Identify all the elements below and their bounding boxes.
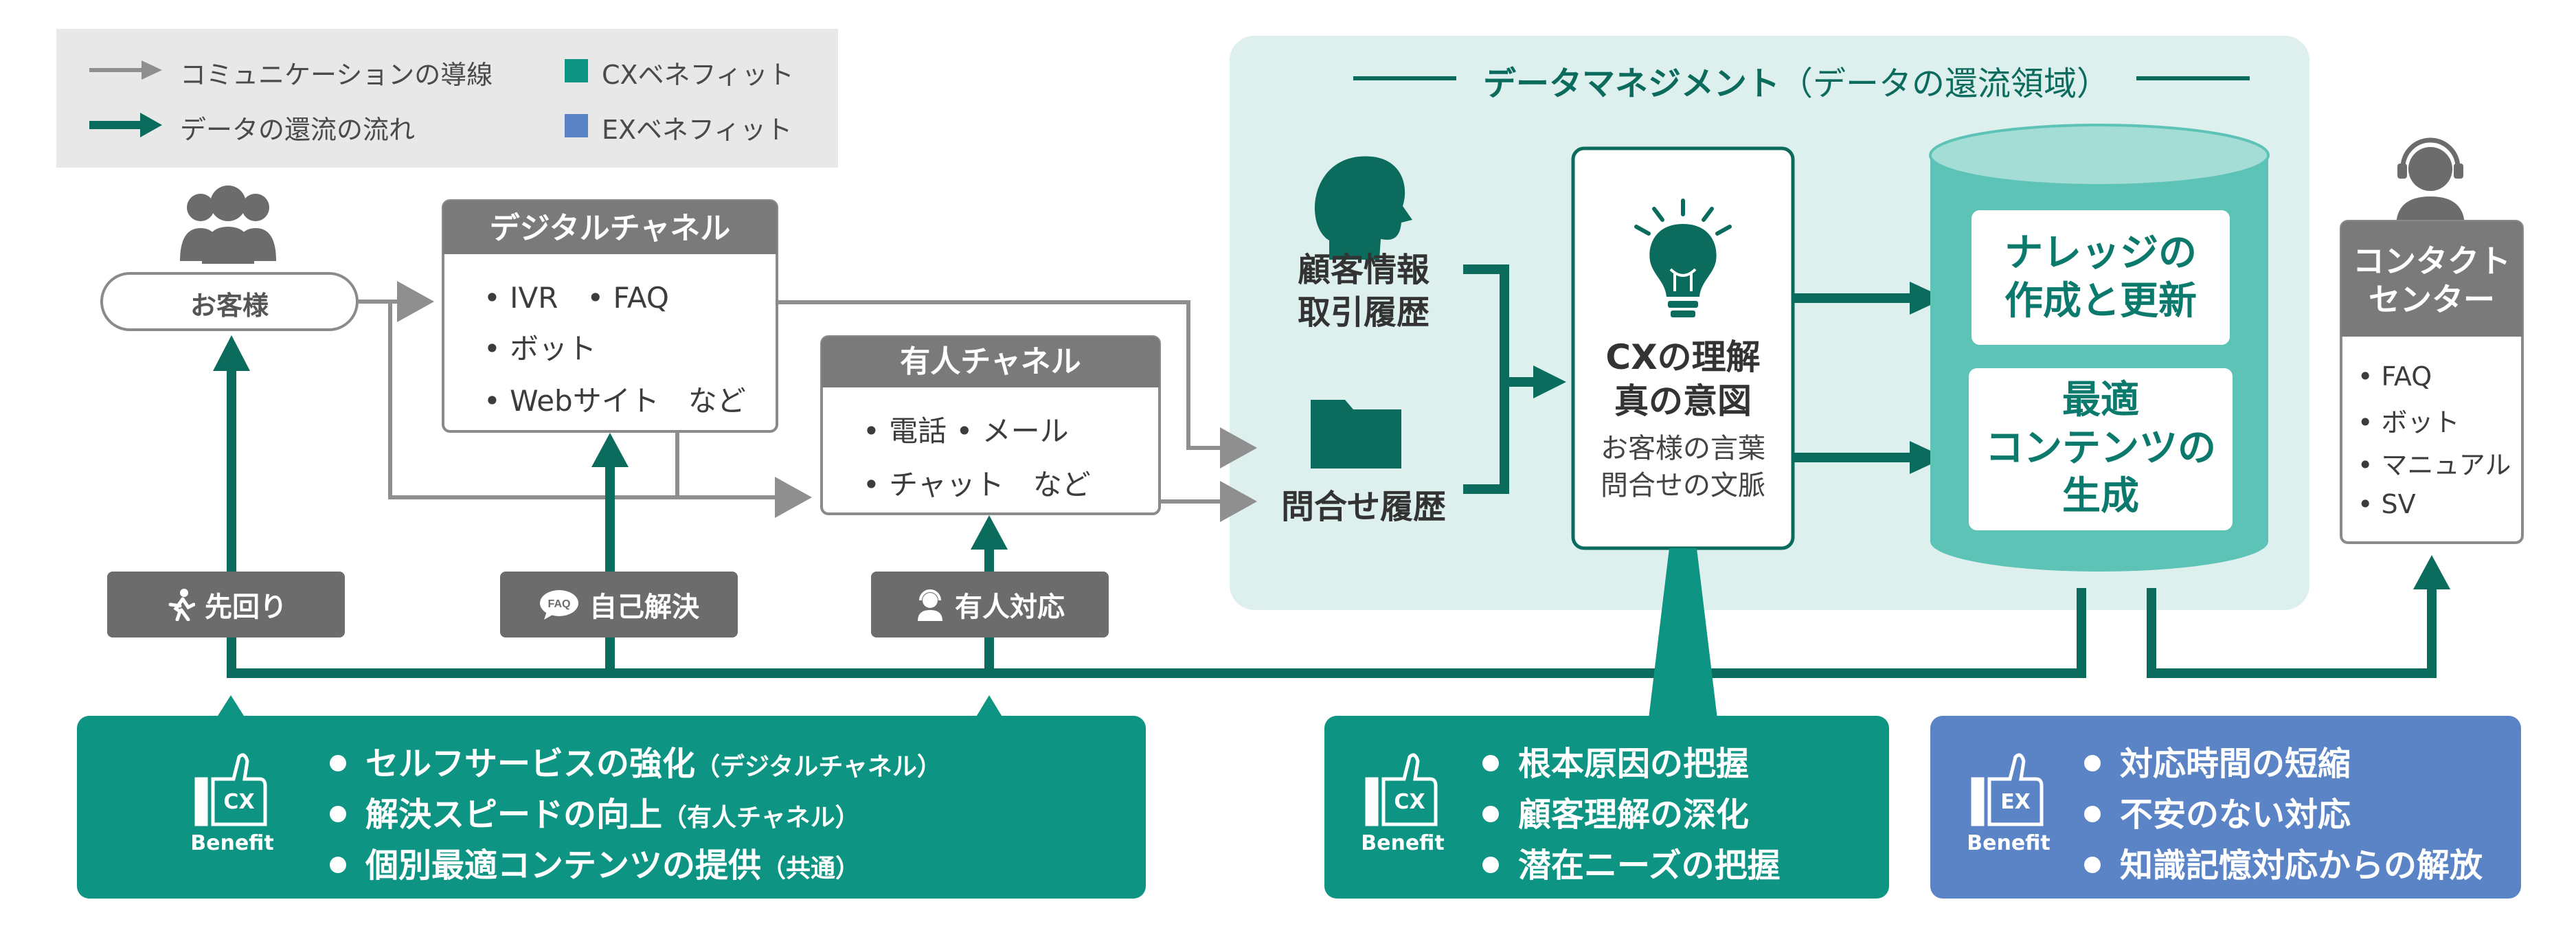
contact-center-item: • ボット [2358, 407, 2460, 438]
contact-center-item: • SV [2358, 489, 2416, 519]
human-support-badge: 有人対応 [871, 572, 1109, 637]
proactive-badge: 先回り [107, 572, 345, 637]
benefit-left-item: 個別最適コンテンツの提供（共通） [330, 838, 860, 886]
ex-thumb-icon [1971, 753, 2044, 826]
legend-box [56, 29, 838, 168]
benefit-word-left: Benefit [190, 831, 274, 855]
ex-icon-label: EX [2000, 790, 2031, 814]
customer-label: お客様 [190, 291, 269, 321]
operator-icon [2396, 137, 2465, 227]
optimal-content-label: 最適 コンテンツの 生成 [1969, 376, 2233, 521]
knowledge-line: 作成と更新 [2004, 279, 2197, 324]
operator-small-icon [918, 589, 942, 621]
cx-thumb-icon-left [194, 753, 267, 826]
benefit-left-main: セルフサービスの強化 [365, 745, 696, 783]
head-profile-icon [1314, 156, 1412, 260]
benefit-left-item: 解決スピードの向上（有人チャネル） [330, 787, 860, 835]
benefit-right-item: 知識記憶対応からの解放 [2084, 838, 2483, 886]
benefit-left-item: セルフサービスの強化（デジタルチャネル） [330, 736, 942, 784]
human-support-label: 有人対応 [955, 591, 1065, 623]
legend-data-flow-label: データの還流の流れ [180, 115, 416, 145]
cx-thumb-icon-middle [1365, 753, 1438, 826]
cx-understanding-sub: お客様の言葉 問合せの文脈 [1573, 430, 1793, 504]
contact-center-item: • マニュアル [2358, 450, 2511, 480]
benefit-right-text: 知識記憶対応からの解放 [2120, 846, 2483, 885]
benefit-middle-text: 顧客理解の深化 [1518, 795, 1750, 834]
benefit-right-item: 不安のない対応 [2084, 787, 2351, 835]
customer-info-line: 顧客情報 [1297, 251, 1430, 289]
cx-understanding-line: 真の意図 [1614, 381, 1752, 421]
proactive-label: 先回り [205, 591, 287, 623]
digital-channel-item: • ボット [484, 332, 597, 365]
cx-icon-label-middle: CX [1394, 790, 1425, 814]
optimal-line: 最適 [2062, 378, 2139, 422]
benefit-right-item: 対応時間の短縮 [2084, 736, 2351, 784]
legend-cx-swatch [565, 59, 588, 82]
faq-bubble-icon: FAQ [540, 590, 578, 620]
contact-center-title: コンタクト センター [2341, 242, 2522, 319]
running-person-icon [168, 589, 195, 621]
human-channel-item: • チャット など [863, 468, 1091, 501]
legend-communication-label: コミュニケーションの導線 [180, 60, 493, 90]
benefit-box-right [1930, 716, 2521, 899]
knowledge-line: ナレッジの [2004, 231, 2197, 275]
faq-icon-text: FAQ [548, 598, 571, 610]
human-channel-title: 有人チャネル [900, 344, 1081, 379]
benefit-middle-item: 顧客理解の深化 [1482, 787, 1749, 835]
cx-understanding-line: CXの理解 [1605, 337, 1761, 377]
benefit-box-middle [1324, 716, 1889, 899]
data-management-title: データマネジメント [1482, 65, 1780, 103]
benefit-left-note: （有人チャネル） [662, 804, 860, 832]
contact-center-item: • FAQ [2358, 361, 2432, 392]
benefit-left-main: 解決スピードの向上 [365, 795, 663, 834]
knowledge-cylinder [1929, 124, 2270, 572]
contact-center-title-line: コンタクト [2353, 242, 2511, 280]
customer-info-label: 顧客情報 取引履歴 [1264, 249, 1463, 334]
benefit-word-right: Benefit [1967, 831, 2050, 855]
customer-info-line: 取引履歴 [1297, 293, 1430, 332]
benefit-middle-text: 潜在ニーズの把握 [1518, 846, 1781, 885]
benefit-right-text: 対応時間の短縮 [2120, 745, 2351, 783]
cx-understanding-sub-line: 問合せの文脈 [1601, 470, 1765, 501]
data-management-subtitle: （データの還流領域） [1780, 65, 2110, 103]
benefit-right-text: 不安のない対応 [2120, 795, 2351, 834]
benefit-left-note: （デジタルチャネル） [695, 753, 942, 781]
optimal-line: 生成 [2062, 474, 2139, 519]
digital-channel-title: デジタルチャネル [489, 211, 731, 246]
self-solve-label: 自己解決 [589, 591, 699, 623]
legend-teal-arrow-icon [89, 113, 162, 137]
contact-center-title-line: センター [2369, 281, 2495, 318]
benefit-middle-item: 潜在ニーズの把握 [1482, 838, 1781, 886]
knowledge-box-label: ナレッジの 作成と更新 [1971, 229, 2230, 326]
legend-ex-swatch [565, 114, 588, 137]
benefit-middle-item: 根本原因の把握 [1482, 736, 1749, 784]
legend-cx-benefit-label: CXベネフィット [602, 60, 794, 90]
inquiry-history-label: 問合せ履歴 [1280, 488, 1446, 526]
benefit-left-main: 個別最適コンテンツの提供 [365, 846, 762, 885]
customer-group-icon [180, 185, 276, 264]
optimal-line: コンテンツの [1985, 426, 2216, 471]
lightbulb-icon [1634, 199, 1732, 317]
benefit-left-note: （共通） [761, 855, 861, 883]
benefit-middle-text: 根本原因の把握 [1518, 745, 1750, 783]
self-solve-badge: FAQ 自己解決 [500, 572, 738, 637]
legend-ex-benefit-label: EXベネフィット [602, 115, 793, 145]
digital-channel-item: • Webサイト など [484, 384, 746, 418]
cx-understanding-title: CXの理解 真の意図 [1573, 335, 1793, 423]
legend-gray-arrow-icon [89, 60, 162, 80]
human-channel-item: • 電話 • メール [863, 414, 1069, 448]
data-management-heading: データマネジメント（データの還流領域） [1463, 56, 2129, 104]
folder-icon [1311, 400, 1401, 468]
cx-icon-label-left: CX [223, 790, 255, 814]
cx-understanding-sub-line: お客様の言葉 [1601, 433, 1765, 464]
benefit-word-middle: Benefit [1361, 831, 1445, 855]
digital-channel-item: • IVR • FAQ [484, 281, 669, 315]
